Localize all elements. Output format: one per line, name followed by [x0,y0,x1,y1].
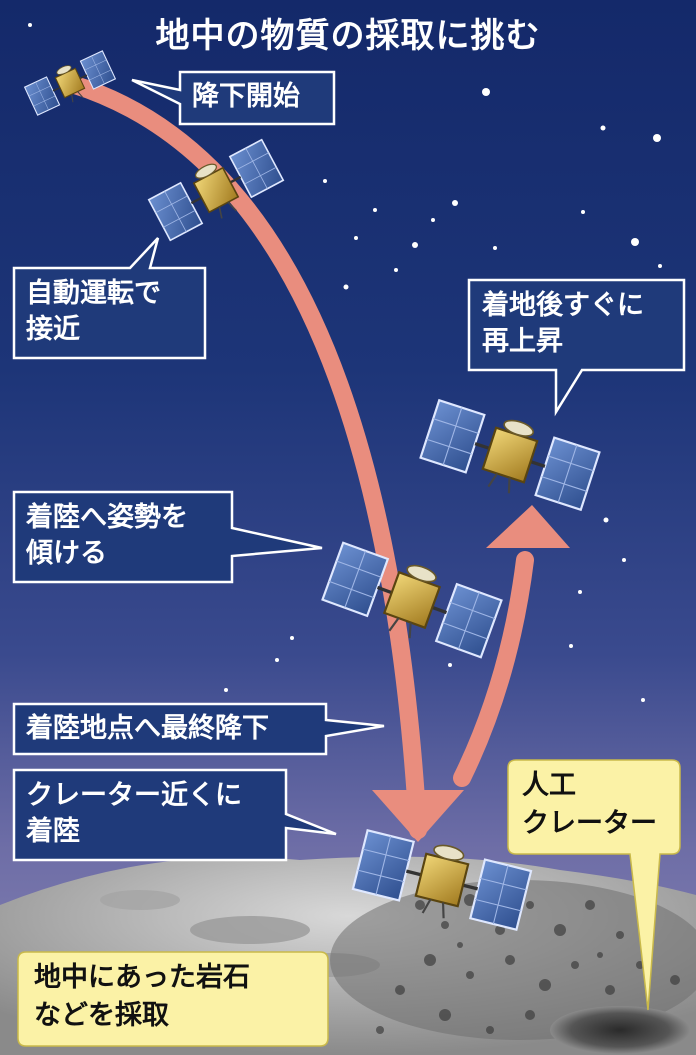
label-land-line2: 着陸 [26,816,80,847]
star-icon [631,238,639,246]
callout-final-descent [12,702,385,756]
star-icon [493,246,497,250]
star-icon [622,558,626,562]
label-crater-line1: 人工 [522,770,576,801]
star-icon [448,663,452,667]
star-icon [603,517,609,523]
star-icon [394,268,398,272]
star-icon [373,208,377,212]
callout-sample [17,951,329,1047]
spacecraft-icon [22,48,118,119]
star-icon [431,218,435,222]
label-tilt-line2: 傾ける [26,538,107,569]
star-icon [482,88,490,96]
star-icon [653,134,661,142]
reascent-trajectory [453,505,570,787]
star-icon [224,688,228,692]
label-sample-line2: などを採取 [34,1000,169,1031]
star-icon [658,264,662,268]
page-title: 地中の物質の採取に挑む [155,16,541,56]
label-land-line1: クレーター近くに [26,780,242,811]
star-icon [600,125,606,131]
label-crater-line2: クレーター [522,808,657,839]
label-descent-start: 降下開始 [192,81,300,112]
label-auto-approach-line1: 自動運転で [26,278,161,309]
star-icon [275,658,279,662]
callout-auto-approach [12,237,207,360]
star-icon [581,210,585,214]
callout-reascent [467,278,686,417]
callout-crater [507,759,681,1011]
callout-descent-start [131,70,336,126]
label-tilt-line1: 着陸へ姿勢を [26,502,188,533]
callout-frames [12,70,686,862]
star-icon [412,242,418,248]
star-icon [569,644,573,648]
spacecraft-icon [318,537,505,665]
star-field [28,23,662,702]
star-icon [452,200,458,206]
star-icon [641,698,645,702]
star-icon [28,23,32,27]
label-auto-approach-line2: 接近 [26,314,80,345]
star-icon [578,590,582,594]
crater-icon [550,1006,690,1054]
star-icon [354,236,358,240]
descent-trajectory [63,75,464,842]
label-final-descent: 着陸地点へ最終降下 [26,713,269,744]
callout-land [12,768,337,862]
callout-tilt [12,490,323,584]
label-reascent-line2: 再上昇 [482,326,563,357]
spacecraft-icon [416,394,603,518]
callout-frames-yellow [17,759,681,1047]
star-icon [290,636,294,640]
star-icon [343,284,349,290]
label-reascent-line1: 着地後すぐに [482,290,644,321]
star-icon [323,179,327,183]
label-sample-line1: 地中にあった岩石 [34,962,250,993]
